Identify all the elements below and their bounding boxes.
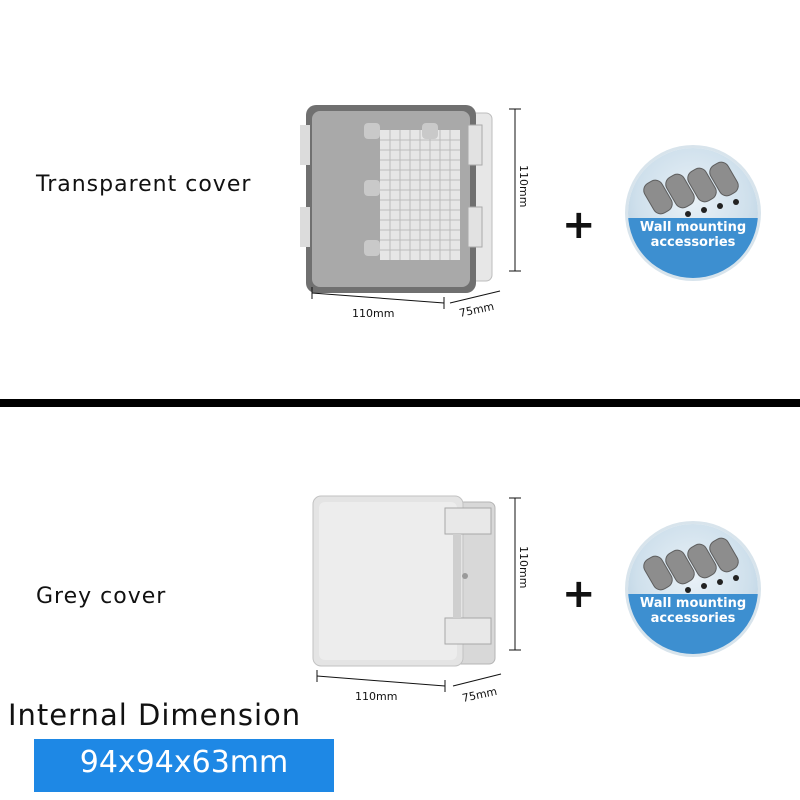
- plus-sign: +: [562, 202, 596, 248]
- internal-dimension-value: 94x94x63mm: [79, 745, 289, 780]
- transparent-cover-panel: Transparent cover: [36, 105, 758, 320]
- accessory-label-line2: accessories: [650, 611, 736, 626]
- internal-dimension-badge: 94x94x63mm: [34, 739, 334, 792]
- transparent-depth-label: 75mm: [458, 300, 495, 320]
- mounting-bracket-icon: [643, 161, 739, 217]
- wall-mounting-accessories-image: Wall mounting accessories: [628, 524, 758, 654]
- accessory-label-line1: Wall mounting: [639, 220, 747, 235]
- grey-depth-label: 75mm: [461, 685, 498, 705]
- transparent-cover-label: Transparent cover: [36, 172, 252, 197]
- transparent-enclosure-image: 110mm 110mm 75mm: [300, 105, 530, 320]
- accessory-label-line1: Wall mounting: [639, 596, 747, 611]
- section-divider: [0, 399, 800, 407]
- wall-mounting-accessories-image: Wall mounting accessories: [628, 148, 758, 278]
- grey-cover-label: Grey cover: [36, 584, 167, 609]
- grey-enclosure-image: 110mm 110mm 75mm: [312, 495, 530, 705]
- grey-height-label: 110mm: [517, 546, 530, 588]
- internal-dimension-title: Internal Dimension: [8, 698, 302, 732]
- plus-sign: +: [562, 571, 596, 617]
- transparent-height-label: 110mm: [517, 165, 530, 207]
- grey-cover-panel: Grey cover 110mm 110mm 75mm +: [0, 406, 800, 800]
- accessory-banner: [628, 594, 758, 654]
- grey-width-label: 110mm: [355, 690, 397, 703]
- accessory-label-line2: accessories: [650, 235, 736, 250]
- transparent-width-label: 110mm: [352, 307, 394, 320]
- mounting-bracket-icon: [643, 537, 739, 593]
- accessory-banner: [628, 218, 758, 278]
